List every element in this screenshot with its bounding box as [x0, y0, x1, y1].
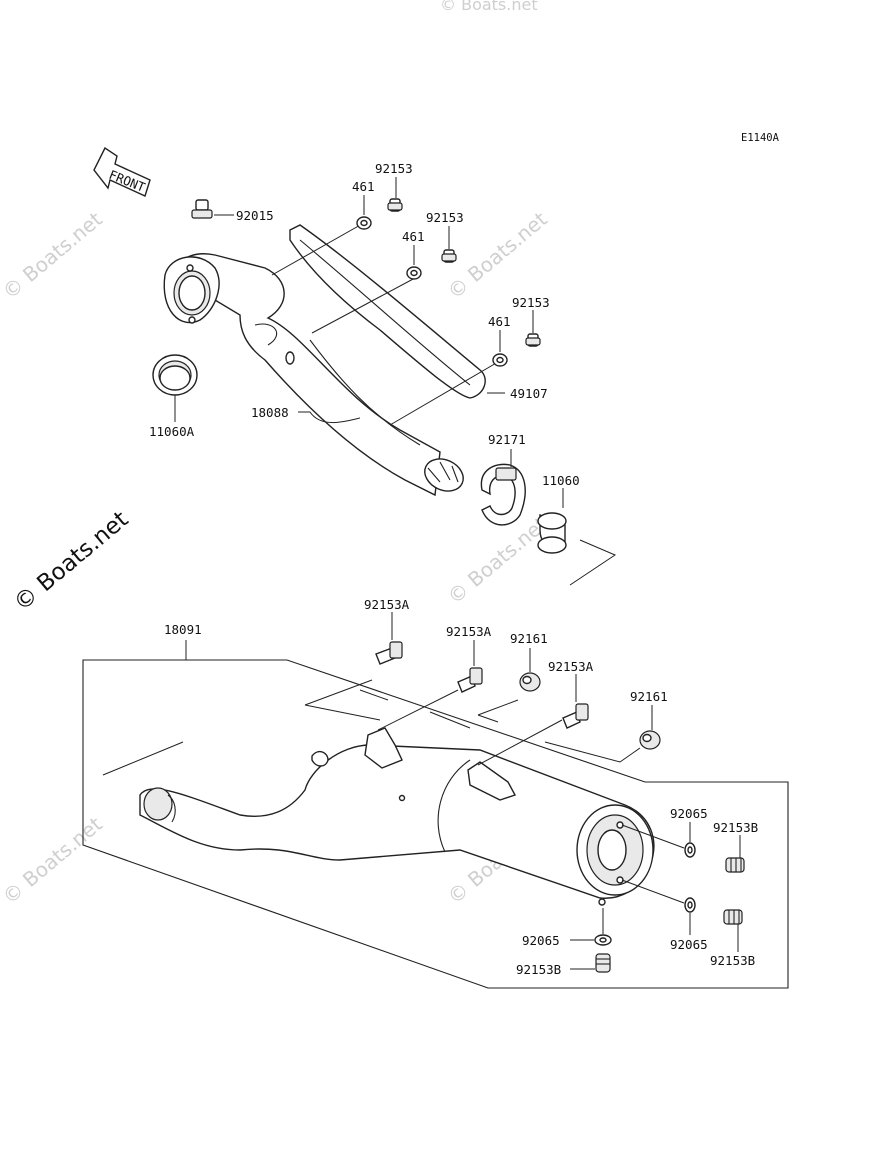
label-92153-c: 92153: [512, 295, 550, 310]
bolt-92153A-a: [375, 612, 403, 665]
bushing-92161-a: [519, 648, 541, 692]
header-pipe-18088: [163, 253, 464, 497]
label-18091: 18091: [164, 622, 202, 637]
bolt-92153B-a: [725, 835, 745, 873]
bolt-92153B-c: [570, 953, 611, 973]
heat-guard-49107: [289, 224, 505, 399]
muffler-18091: [139, 727, 655, 906]
label-49107: 49107: [510, 386, 548, 401]
label-92153A-b: 92153A: [446, 624, 492, 639]
label-92153B-b: 92153B: [710, 953, 755, 968]
bolt-92153-c: [525, 310, 541, 347]
label-92171: 92171: [488, 432, 526, 447]
watermark-center-middle: © Boats.net: [443, 512, 552, 609]
label-461-c: 461: [488, 314, 511, 329]
washer-92065-a: [621, 822, 696, 858]
label-92153B-a: 92153B: [713, 820, 758, 835]
watermark-left-lower: © Boats.net: [0, 812, 107, 909]
label-92065-b: 92065: [670, 937, 708, 952]
muffler-mount-leaders: [102, 679, 641, 776]
bushing-92161-b: [639, 705, 661, 750]
washer-92065-c: [570, 908, 612, 946]
label-11060: 11060: [542, 473, 580, 488]
muffler-assembly-frame: [82, 659, 789, 989]
gasket-11060: [537, 488, 617, 586]
label-18088: 18088: [251, 405, 289, 420]
label-92153A-a: 92153A: [364, 597, 410, 612]
bolt-92153B-b: [723, 909, 743, 952]
stud-92015: [191, 199, 234, 219]
label-461-b: 461: [402, 229, 425, 244]
label-92161-a: 92161: [510, 631, 548, 646]
label-92153A-c: 92153A: [548, 659, 594, 674]
label-92065-c: 92065: [522, 933, 560, 948]
gasket-11060A: [152, 354, 198, 422]
label-92153-b: 92153: [426, 210, 464, 225]
label-461-a: 461: [352, 179, 375, 194]
washer-461-c: [492, 330, 508, 367]
bolt-92153A-b: [457, 640, 483, 693]
bolt-92153A-c: [562, 674, 589, 729]
label-11060A: 11060A: [149, 424, 195, 439]
washer-461-a: [356, 195, 372, 230]
bolt-92153-a: [387, 177, 403, 212]
label-92153-a: 92153: [375, 161, 413, 176]
label-92015: 92015: [236, 208, 274, 223]
clamp-92171: [480, 449, 526, 526]
washer-92065-b: [621, 879, 696, 935]
front-direction-arrow: FRONT: [93, 146, 151, 197]
watermark-top: © Boats.net: [440, 0, 538, 14]
watermark-left-upper: © Boats.net: [0, 207, 107, 304]
washer-461-b: [406, 245, 422, 280]
bolt-92153-b: [441, 226, 457, 263]
guard-mount-leaders: [271, 223, 499, 426]
watermark-dark: © Boats.net: [9, 506, 133, 616]
label-92161-b: 92161: [630, 689, 668, 704]
reference-code: E1140A: [741, 132, 780, 144]
label-92065-a: 92065: [670, 806, 708, 821]
label-92153B-c: 92153B: [516, 962, 561, 977]
